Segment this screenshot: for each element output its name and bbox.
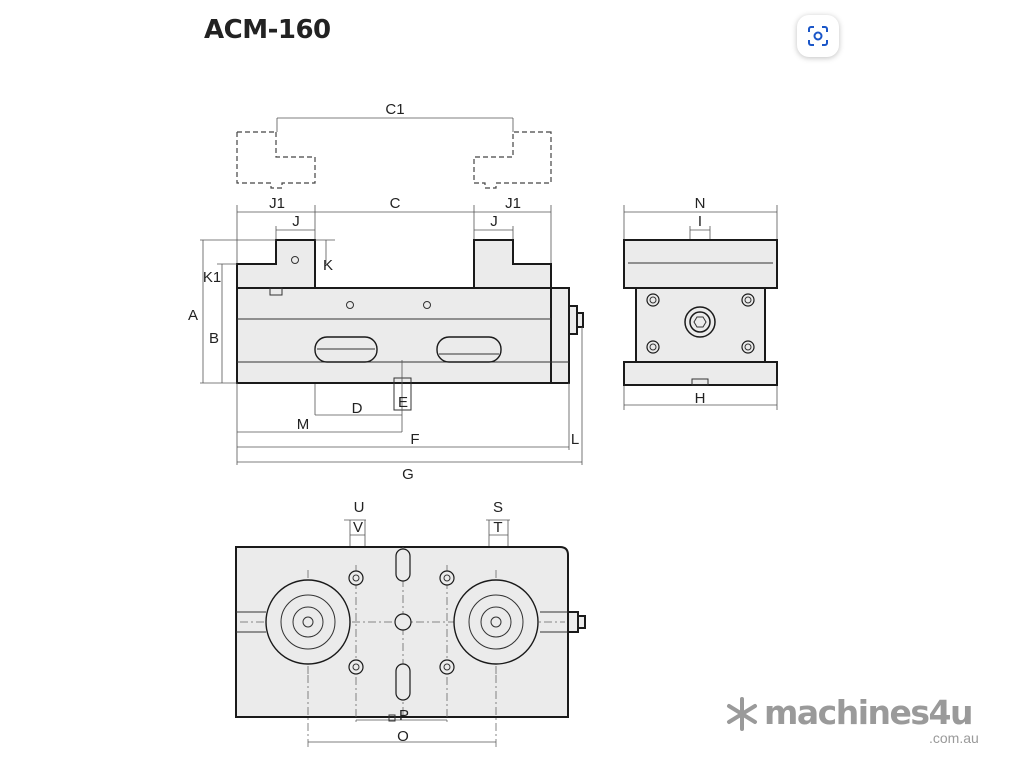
top-view: U V S T P O <box>235 499 586 748</box>
dim-j1-left: J1 <box>269 195 285 212</box>
jaw-left <box>236 239 316 289</box>
slot-right <box>436 336 502 363</box>
side-view: N I H <box>623 195 778 410</box>
dim-a: A <box>188 307 198 324</box>
dim-c: C <box>390 195 401 212</box>
dim-v: V <box>353 519 363 536</box>
dim-d: D <box>352 400 363 417</box>
dim-k: K <box>323 257 333 274</box>
side-top-block <box>623 239 778 289</box>
dim-j1-right: J1 <box>505 195 521 212</box>
side-base <box>623 361 778 386</box>
dim-t: T <box>493 519 502 536</box>
visual-search-button[interactable] <box>797 15 839 57</box>
top-knob <box>577 615 586 629</box>
dim-h: H <box>695 390 706 407</box>
watermark-domain: .com.au <box>929 730 979 746</box>
snowflake-logo-icon <box>727 697 757 731</box>
dim-m: M <box>297 416 310 433</box>
dim-l: L <box>571 431 579 448</box>
jaw-right <box>473 239 552 289</box>
dim-c1: C1 <box>385 101 404 118</box>
dim-s: S <box>493 499 503 516</box>
visual-search-icon <box>808 26 828 46</box>
jaw-disc-right <box>453 579 539 665</box>
dim-e: E <box>398 394 408 411</box>
open-jaw-right <box>473 131 552 189</box>
open-jaw-left <box>236 131 316 189</box>
watermark: machines4u .com.au <box>724 696 1004 746</box>
vise-body <box>236 287 552 384</box>
dim-j-right: J <box>490 213 498 230</box>
drawing-title: ACM-160 <box>204 15 331 45</box>
knob <box>576 312 584 328</box>
dim-o: O <box>397 728 409 745</box>
jaw-disc-left <box>265 579 351 665</box>
dim-i: I <box>698 213 702 230</box>
dim-j-left: J <box>292 213 300 230</box>
dim-f: F <box>410 431 419 448</box>
front-view: C1 J1 C J1 J J E A B K1 K D M F L G <box>188 101 584 483</box>
dim-g: G <box>402 466 414 483</box>
dim-n: N <box>695 195 706 212</box>
dim-u: U <box>354 499 365 516</box>
watermark-brand: machines4u <box>764 693 974 732</box>
end-cap <box>550 287 570 384</box>
dim-b: B <box>209 330 219 347</box>
dim-p: P <box>399 707 409 724</box>
dim-k1: K1 <box>203 269 221 286</box>
